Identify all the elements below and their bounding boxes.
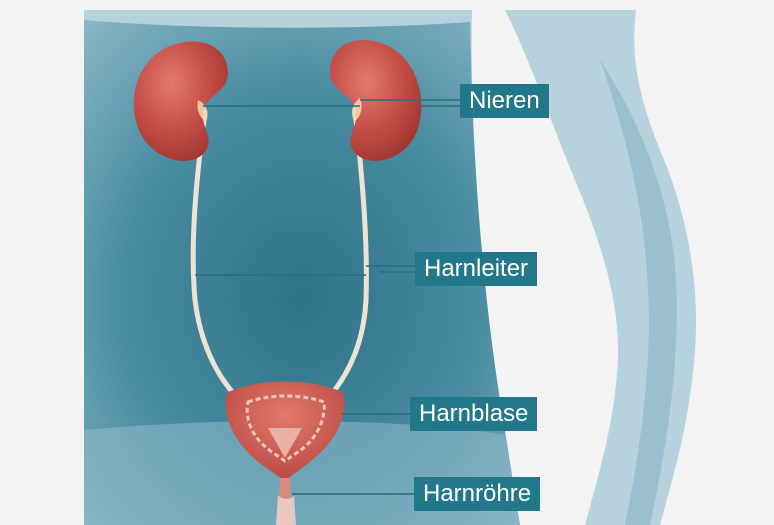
label-kidneys: Nieren <box>460 84 549 118</box>
label-urethra: Harnröhre <box>414 477 540 511</box>
label-bladder: Harnblase <box>410 397 537 431</box>
label-ureter: Harnleiter <box>415 252 537 286</box>
urethra-highlight <box>276 495 296 525</box>
